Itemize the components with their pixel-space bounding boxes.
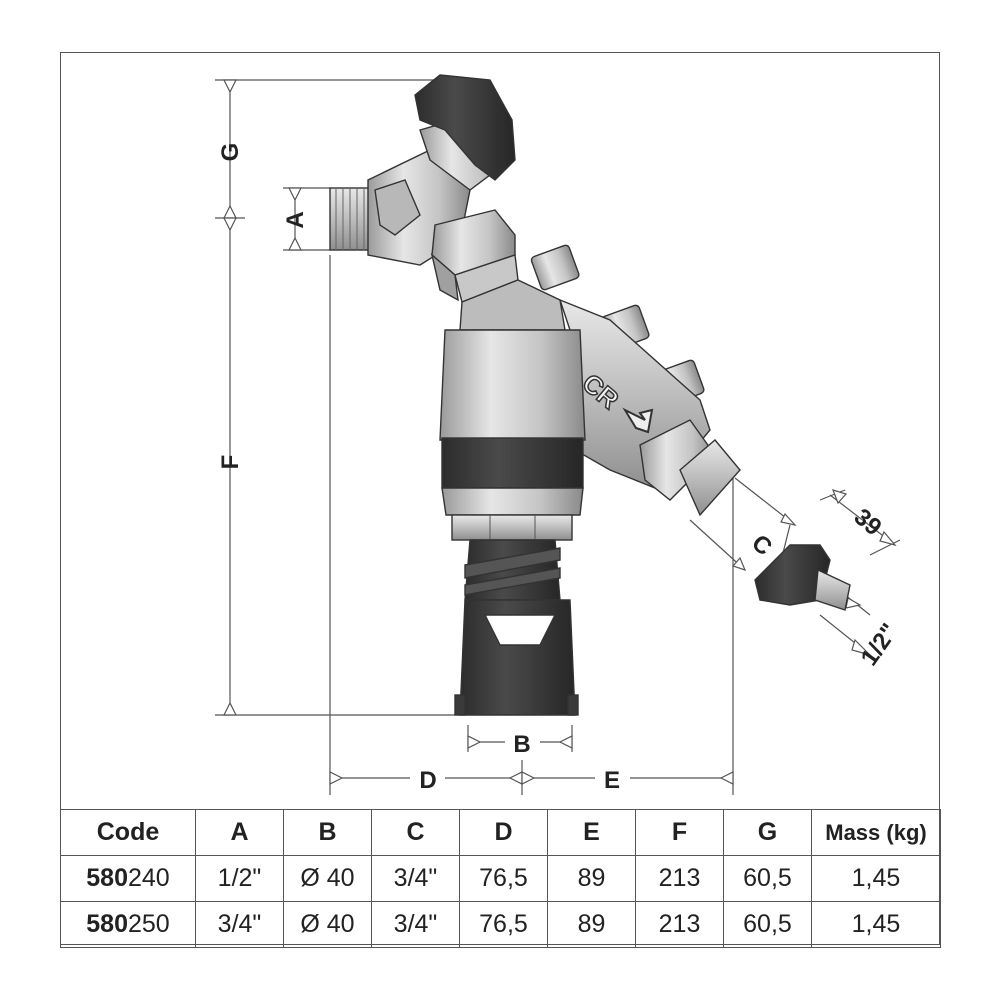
header-e: E xyxy=(547,809,636,856)
label-e: E xyxy=(604,767,620,794)
cell-d: 76,5 xyxy=(459,901,548,948)
code-prefix: 580 xyxy=(86,864,128,892)
spec-table: Code A B C D E F G Mass (kg) 580240 1/2"… xyxy=(60,809,941,948)
cell-d: 76,5 xyxy=(459,855,548,902)
header-d: D xyxy=(459,809,548,856)
code-prefix: 580 xyxy=(86,910,128,938)
label-c: C xyxy=(746,529,777,561)
cell-code: 580250 xyxy=(60,901,196,948)
cell-e: 89 xyxy=(547,901,636,948)
label-half-inch: 1/2" xyxy=(856,619,904,671)
cell-f: 213 xyxy=(635,901,724,948)
cell-g: 60,5 xyxy=(723,855,812,902)
header-b: B xyxy=(283,809,372,856)
filter-ring xyxy=(441,437,584,489)
cell-g: 60,5 xyxy=(723,901,812,948)
cell-c: 3/4" xyxy=(371,901,460,948)
label-f: F xyxy=(217,455,244,470)
header-c: C xyxy=(371,809,460,856)
filter-bowl xyxy=(439,329,586,441)
label-g: G xyxy=(217,143,244,162)
label-39: 39 xyxy=(849,503,887,541)
label-a: A xyxy=(282,211,309,228)
header-mass: Mass (kg) xyxy=(811,809,941,856)
cell-a: 1/2" xyxy=(195,855,284,902)
cell-f: 213 xyxy=(635,855,724,902)
table-header-row: Code A B C D E F G Mass (kg) xyxy=(60,809,941,856)
lever xyxy=(374,179,421,236)
table-row: 580240 1/2" Ø 40 3/4" 76,5 89 213 60,5 1… xyxy=(60,855,941,902)
valve-knob xyxy=(414,74,516,181)
test-port-1 xyxy=(530,244,580,291)
valve-body xyxy=(329,74,851,716)
table-row: 580250 3/4" Ø 40 3/4" 76,5 89 213 60,5 1… xyxy=(60,901,941,948)
code-suffix: 240 xyxy=(128,864,170,892)
cell-b: Ø 40 xyxy=(283,901,372,948)
header-a: A xyxy=(195,809,284,856)
cell-e: 89 xyxy=(547,855,636,902)
label-b: B xyxy=(513,731,530,758)
header-code: Code xyxy=(60,809,196,856)
outlet-thread xyxy=(679,439,741,517)
flow-arrow-icon xyxy=(622,407,654,434)
dimension-lines xyxy=(215,79,901,795)
cell-mass: 1,45 xyxy=(811,901,941,948)
dimension-arrows xyxy=(223,79,897,785)
cell-mass: 1,45 xyxy=(811,855,941,902)
code-suffix: 250 xyxy=(128,910,170,938)
label-d: D xyxy=(419,767,436,794)
cell-b: Ø 40 xyxy=(283,855,372,902)
plug-thread xyxy=(814,568,851,611)
header-g: G xyxy=(723,809,812,856)
cell-a: 3/4" xyxy=(195,901,284,948)
cell-c: 3/4" xyxy=(371,855,460,902)
header-f: F xyxy=(635,809,724,856)
cell-code: 580240 xyxy=(60,855,196,902)
